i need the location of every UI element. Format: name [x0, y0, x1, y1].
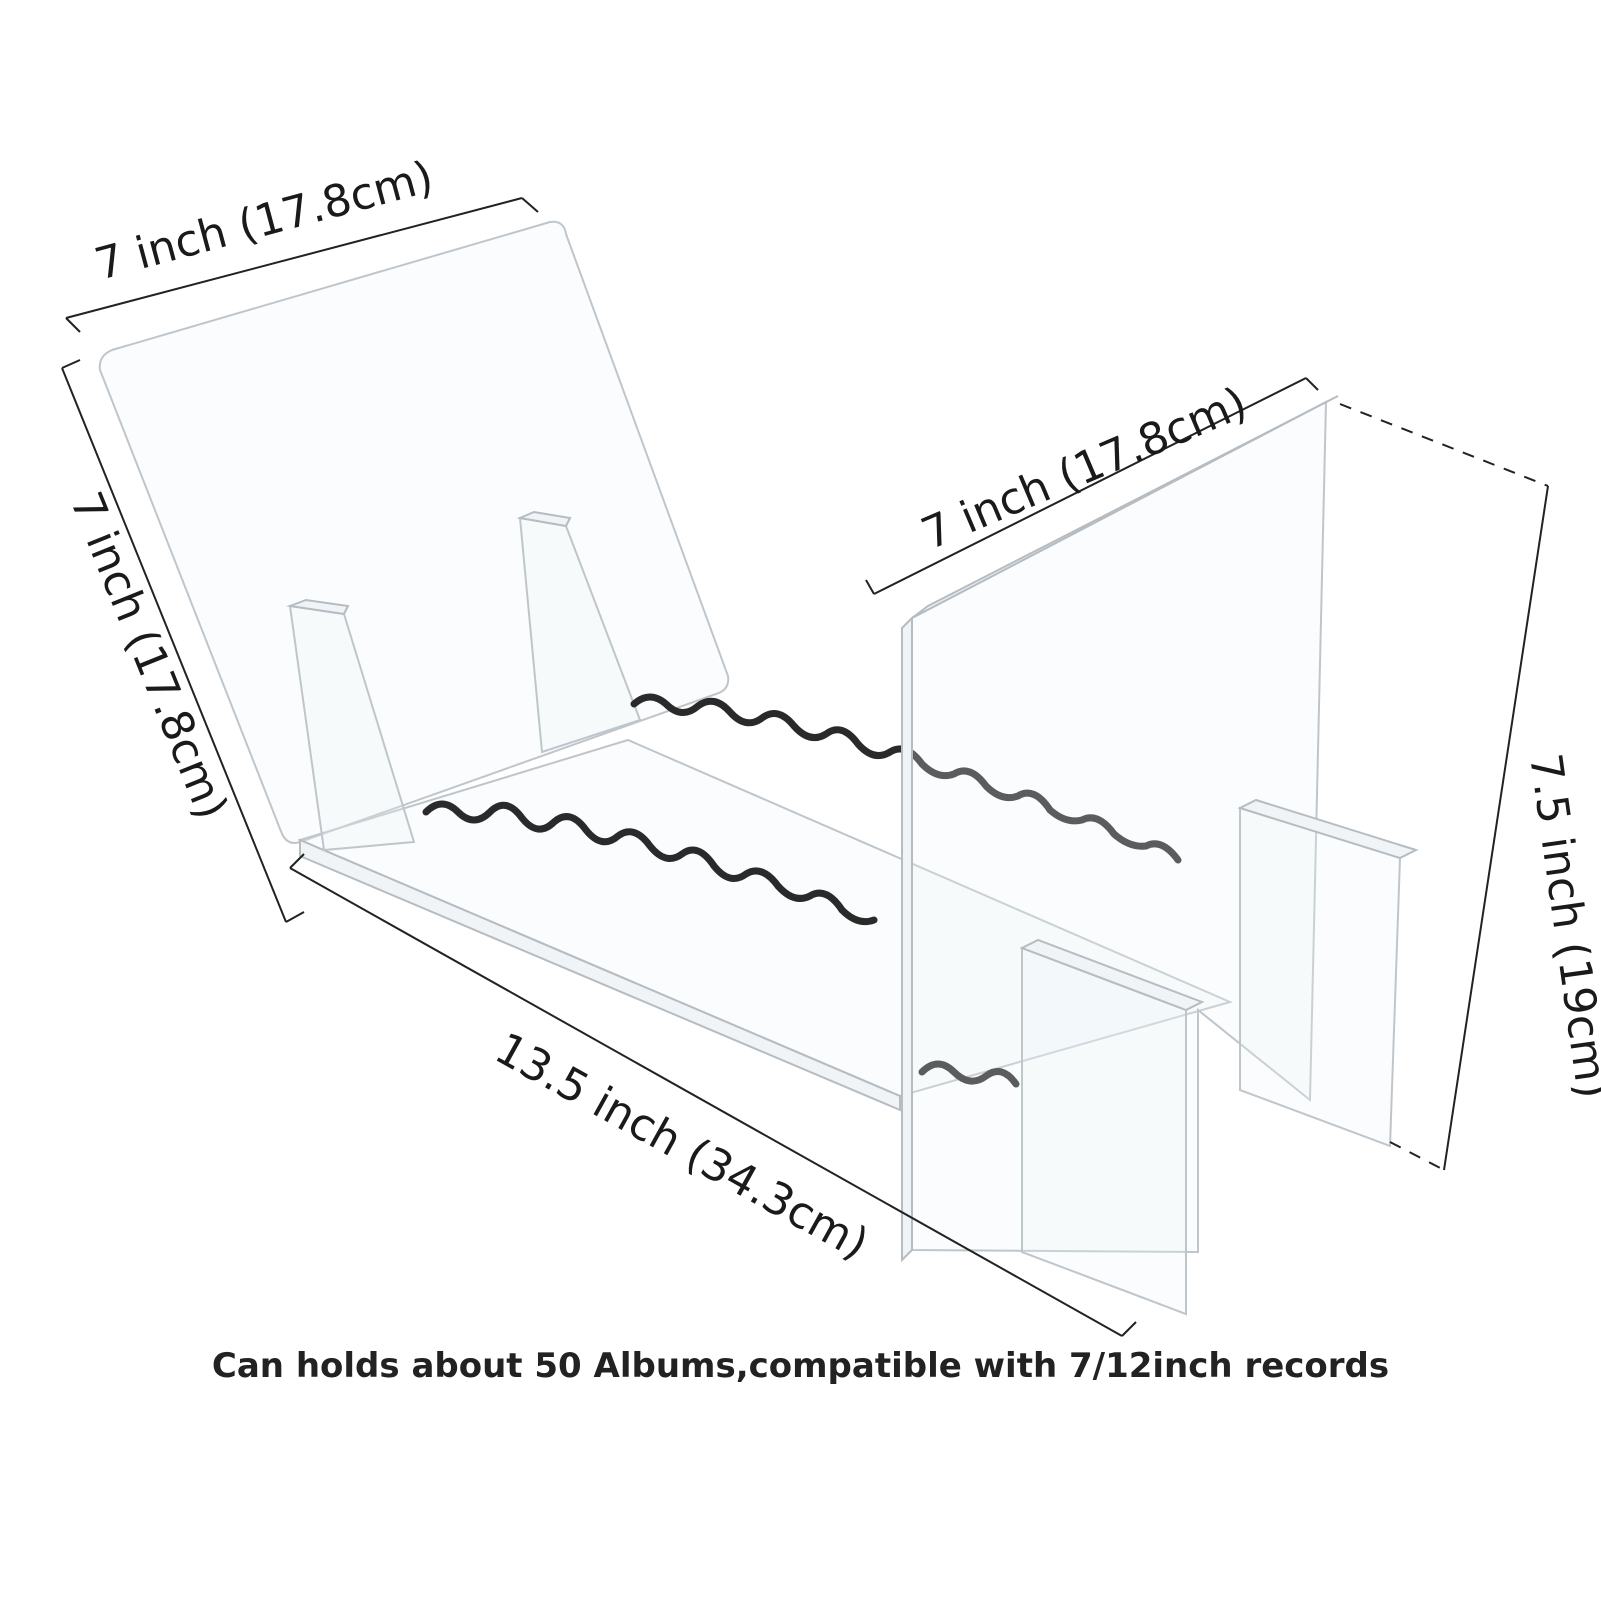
middle-rear-support-top	[516, 510, 572, 528]
front-right-support-top	[1237, 798, 1419, 860]
front-slot-row	[422, 800, 878, 926]
front-slot-row-lower	[918, 1060, 1020, 1088]
front-right-support	[1239, 806, 1402, 1148]
back-panel	[98, 220, 730, 844]
label-front-height: 7.5 inch (19cm)	[1519, 750, 1601, 1101]
capacity-caption: Can holds about 50 Albums,compatible wit…	[211, 1346, 1390, 1386]
left-rear-support-top	[286, 598, 350, 616]
front-left-support	[1021, 946, 1187, 1316]
base-plate-front-edge	[299, 838, 901, 1112]
front-left-support-top	[1019, 938, 1205, 1012]
front-panel-side-edge	[911, 395, 1339, 619]
front-panel-left-edge	[901, 615, 913, 1263]
